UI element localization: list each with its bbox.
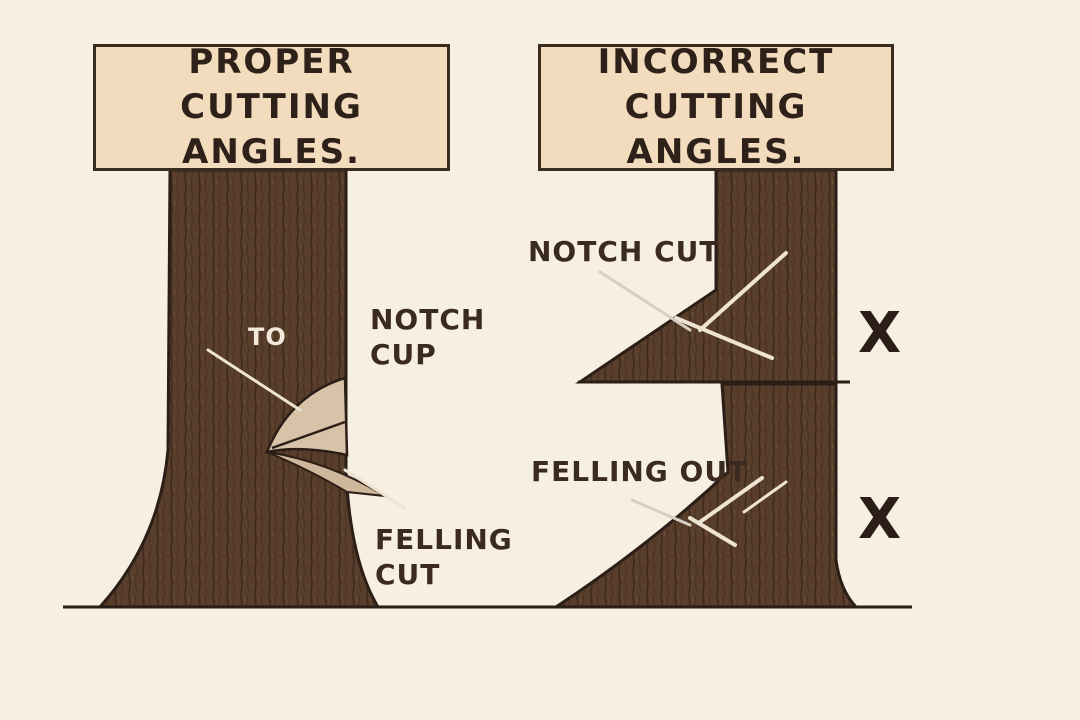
pointer-felling-out — [630, 498, 692, 527]
incorrect-x-mark-top: X — [858, 301, 902, 366]
label-felling-cut: FELLING CUT — [375, 523, 513, 591]
label-notch-cut: NOTCH CUT — [528, 235, 720, 268]
incorrect-x-mark-bottom: X — [858, 487, 902, 552]
felling-slash-b — [688, 516, 737, 547]
felling-slash-a — [698, 476, 764, 524]
notch-cut-line — [271, 420, 346, 450]
felling-slash-c — [742, 480, 788, 514]
tree-trunk-incorrect-bottom — [551, 382, 860, 609]
notch-wedge-proper — [264, 376, 349, 457]
label-notch-cup: NOTCH CUP — [370, 303, 486, 371]
pointer-felling — [343, 468, 407, 510]
label-to: TO — [248, 323, 287, 351]
notch-slash-a — [698, 251, 788, 332]
tree-trunk-proper — [96, 168, 381, 609]
proper-title-sign: PROPER CUTTING ANGLES. — [93, 42, 450, 172]
label-felling-out: FELLING OUT — [531, 455, 749, 488]
notch-slash-b — [674, 316, 774, 360]
tree-trunk-incorrect-top — [575, 168, 838, 384]
pointer-to — [206, 348, 302, 412]
pointer-notch-cut — [598, 270, 692, 332]
incorrect-title-sign: INCORRECT CUTTING ANGLES. — [538, 42, 894, 172]
